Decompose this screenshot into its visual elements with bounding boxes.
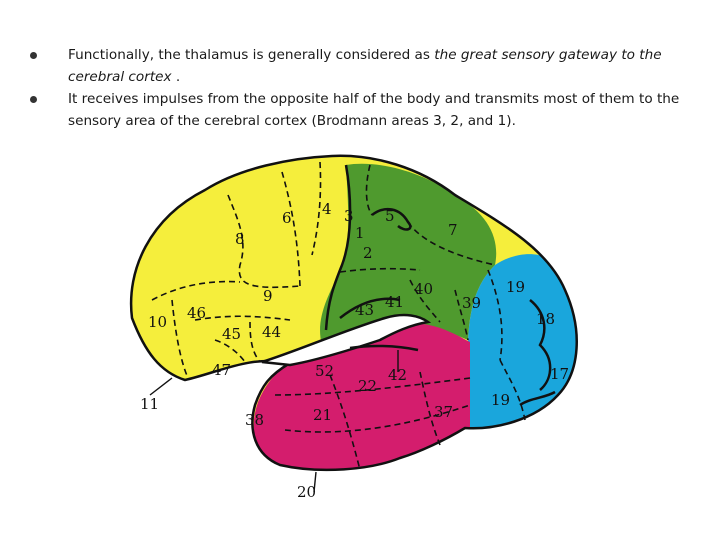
area-label: 20	[297, 483, 316, 501]
area-labels: 4 6 8 9 10 11 46 45 44 47 3 1 2 5 7 43 4…	[140, 200, 569, 501]
area-label: 17	[550, 365, 569, 383]
bullet-text: It receives impulses from the opposite h…	[68, 91, 680, 129]
area-label: 8	[235, 230, 245, 248]
area-label: 2	[363, 244, 373, 262]
area-label: 9	[263, 287, 273, 305]
area-label: 10	[148, 313, 167, 331]
bullet-dot	[30, 52, 37, 59]
area-boundaries	[151, 161, 526, 471]
area-label: 52	[315, 362, 334, 380]
area-label: 42	[388, 366, 407, 384]
area-label: 11	[140, 395, 159, 413]
area-label: 45	[222, 325, 241, 343]
area-label: 5	[385, 207, 395, 225]
area-label: 22	[358, 377, 377, 395]
area-label: 38	[245, 411, 264, 429]
area-label: 6	[282, 209, 292, 227]
area-label: 47	[212, 361, 231, 379]
area-label: 41	[385, 293, 404, 311]
bullet-item-impulses: It receives impulses from the opposite h…	[30, 88, 690, 132]
parietal-lobe-region	[320, 163, 497, 345]
bullet-emphasis: the great sensory gateway to the cerebra…	[68, 47, 662, 85]
area-label: 46	[187, 304, 206, 322]
bullet-list: Functionally, the thalamus is generally …	[30, 44, 690, 132]
area-label: 19	[491, 391, 510, 409]
lateral-fissure	[261, 313, 432, 367]
area-label: 3	[344, 207, 354, 225]
bullet-text-end: .	[171, 69, 181, 85]
area-label: 21	[313, 406, 332, 424]
central-sulcus	[324, 164, 352, 331]
label-pointers	[149, 350, 399, 493]
area-label: 43	[355, 301, 374, 319]
area-label: 40	[414, 280, 433, 298]
area-label: 1	[355, 224, 365, 242]
area-label: 37	[434, 403, 453, 421]
occipital-lobe-region	[468, 254, 577, 430]
area-label: 19	[506, 278, 525, 296]
area-label: 18	[536, 310, 555, 328]
bullet-text-start: Functionally, the thalamus is generally …	[68, 47, 435, 63]
area-label: 4	[322, 200, 332, 218]
area-label: 39	[462, 294, 481, 312]
bullet-item-gateway: Functionally, the thalamus is generally …	[30, 44, 690, 88]
area-label: 44	[262, 323, 281, 341]
area-label: 7	[448, 221, 458, 239]
bullet-dot	[30, 96, 37, 103]
